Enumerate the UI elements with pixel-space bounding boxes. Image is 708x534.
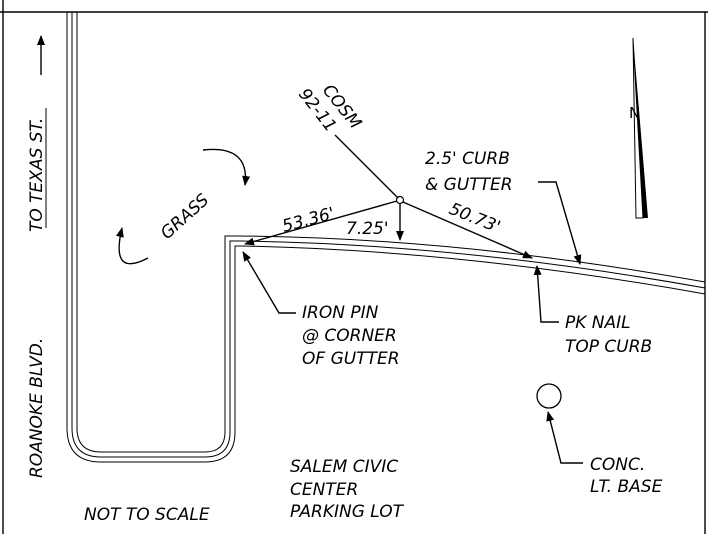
grass-label: GRASS <box>116 148 251 265</box>
svg-text:OF GUTTER: OF GUTTER <box>302 349 400 369</box>
grass-arrow-lower <box>116 227 149 265</box>
svg-text:CONC.: CONC. <box>590 455 645 475</box>
svg-text:SALEM CIVIC: SALEM CIVIC <box>290 457 398 477</box>
distance-lines <box>244 200 533 259</box>
svg-text:2.5' CURB: 2.5' CURB <box>425 149 510 169</box>
svg-text:IRON PIN: IRON PIN <box>302 303 379 323</box>
north-label: N <box>629 104 640 122</box>
texas-st-label: TO TEXAS ST. <box>27 35 47 232</box>
parking-lot-label: SALEM CIVIC CENTER PARKING LOT <box>290 457 405 522</box>
pk-nail-label: PK NAIL TOP CURB <box>533 265 652 357</box>
svg-text:TO TEXAS ST.: TO TEXAS ST. <box>27 118 47 232</box>
svg-text:GRASS: GRASS <box>157 190 213 244</box>
svg-text:TOP CURB: TOP CURB <box>565 337 652 357</box>
not-to-scale-label: NOT TO SCALE <box>84 505 210 525</box>
svg-text:@ CORNER: @ CORNER <box>302 326 397 346</box>
dist-7-label: 7.25' <box>346 219 389 239</box>
cosm-monument: COSM 92-11 <box>294 81 405 205</box>
dist-53-label: 53.36' <box>280 204 337 237</box>
grass-arrow-upper <box>202 148 251 186</box>
north-arrow: N <box>629 37 648 219</box>
light-base-circle <box>536 383 562 409</box>
light-base: CONC. LT. BASE <box>536 383 663 497</box>
svg-text:ROANOKE BLVD.: ROANOKE BLVD. <box>27 338 47 478</box>
cosm-point <box>395 195 405 205</box>
iron-pin-label: IRON PIN @ CORNER OF GUTTER <box>242 251 400 369</box>
svg-text:CENTER: CENTER <box>290 480 358 500</box>
gutter-outline <box>66 12 241 463</box>
svg-text:& GUTTER: & GUTTER <box>425 175 513 195</box>
dist-50-line <box>402 201 533 259</box>
dist-50-label: 50.73' <box>446 199 503 238</box>
svg-text:PK NAIL: PK NAIL <box>565 313 631 333</box>
dist-53-line <box>244 200 398 246</box>
curb-lines <box>239 235 706 295</box>
svg-text:PARKING LOT: PARKING LOT <box>290 502 405 522</box>
curb-gutter-label: 2.5' CURB & GUTTER <box>425 149 582 265</box>
svg-text:LT. BASE: LT. BASE <box>590 477 663 497</box>
roanoke-blvd-label: ROANOKE BLVD. <box>27 338 47 478</box>
